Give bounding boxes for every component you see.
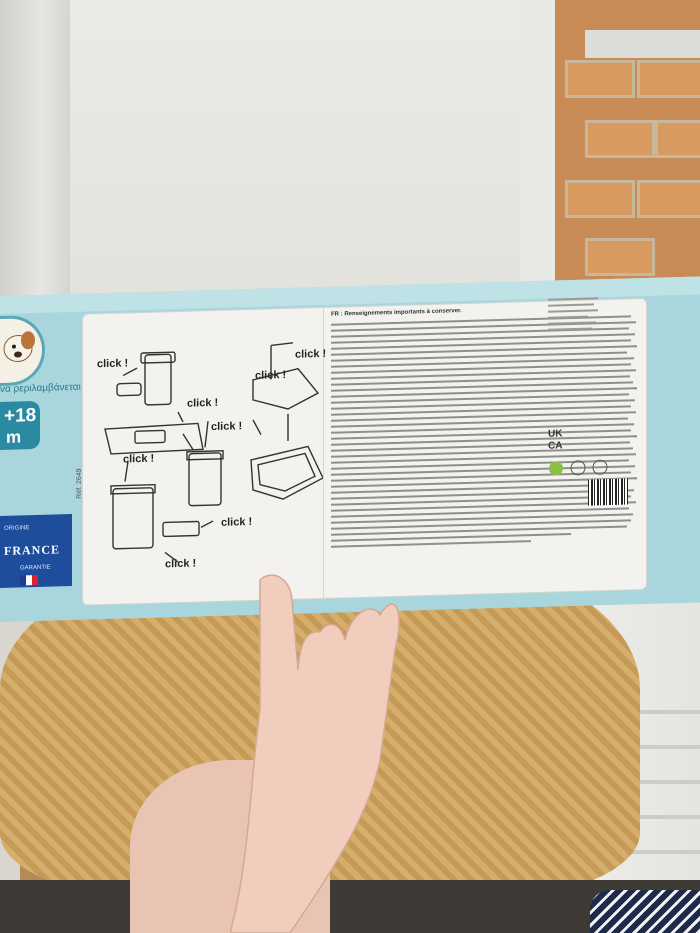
brick (637, 180, 700, 218)
market-code-ca: CA (548, 440, 563, 452)
market-code-uk: UK (548, 428, 563, 440)
click-label: click ! (295, 347, 327, 361)
product-box-face: να ρεριλαμβάνεται +18 m ORIGINE FRANCE G… (0, 276, 700, 622)
click-label: click ! (165, 557, 197, 571)
hand (230, 574, 400, 933)
age-badge: +18 m (0, 400, 40, 450)
click-label: click ! (187, 396, 219, 410)
click-label: click ! (123, 452, 155, 466)
striped-sock (590, 890, 700, 933)
assembly-diagram: click ! click ! click ! click ! click ! … (83, 307, 327, 607)
origin-top-text: ORIGINE (4, 525, 30, 532)
dog-mascot-logo (0, 314, 45, 386)
click-label: click ! (255, 369, 287, 382)
origine-france-badge: ORIGINE FRANCE GARANTIE (0, 513, 72, 588)
curtain (0, 0, 70, 310)
barcode (588, 478, 628, 506)
window-transom (585, 30, 700, 58)
box-tagline: να ρεριλαμβάνεται (0, 381, 81, 395)
instructions-header: FR : Renseignements importants à conserv… (331, 308, 462, 318)
french-flag-icon (20, 574, 38, 586)
click-label: click ! (97, 357, 129, 371)
brick (585, 120, 655, 158)
floor (0, 880, 700, 933)
click-label: click ! (211, 420, 243, 434)
age-unit: m (6, 427, 22, 447)
side-info: UK CA (548, 285, 688, 509)
dog-face-icon (3, 331, 35, 363)
brick (565, 180, 635, 218)
instruction-panel: click ! click ! click ! click ! click ! … (82, 297, 647, 607)
brick (655, 120, 700, 158)
recycle-icon (549, 461, 563, 476)
recycling-icons (549, 459, 608, 476)
interior-wall (0, 0, 560, 320)
click-label: click ! (221, 515, 253, 529)
assembly-steps-illustration (104, 342, 324, 563)
origin-bottom-text: GARANTIE (20, 564, 51, 572)
brick (637, 60, 700, 98)
origin-country: FRANCE (4, 542, 60, 558)
brick (585, 238, 655, 276)
brick (565, 60, 635, 98)
age-range: +18 (4, 404, 37, 427)
